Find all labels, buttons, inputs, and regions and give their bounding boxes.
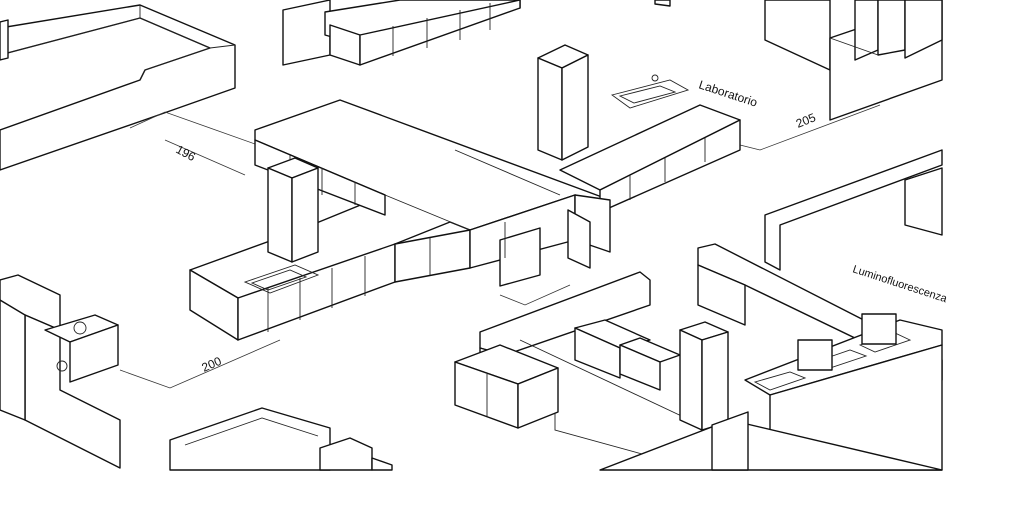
wall-bottom-left xyxy=(169,407,393,471)
wall-top-left xyxy=(0,4,236,171)
column-bottom xyxy=(679,321,729,431)
wall-top-right xyxy=(764,0,943,121)
room-bottom-center xyxy=(454,271,701,471)
right-margin xyxy=(942,0,1020,500)
label-room-200: 200 xyxy=(200,354,224,375)
cabinet-row-top xyxy=(282,0,671,66)
label-room-205: 205 xyxy=(794,110,818,131)
wall-left xyxy=(0,274,121,469)
column-center xyxy=(537,44,589,161)
label-laboratorio: Laboratorio xyxy=(697,78,759,110)
column-left xyxy=(267,157,319,263)
room-right xyxy=(599,149,943,471)
label-luminofluorescenza: Luminofluorescenza xyxy=(851,263,949,305)
